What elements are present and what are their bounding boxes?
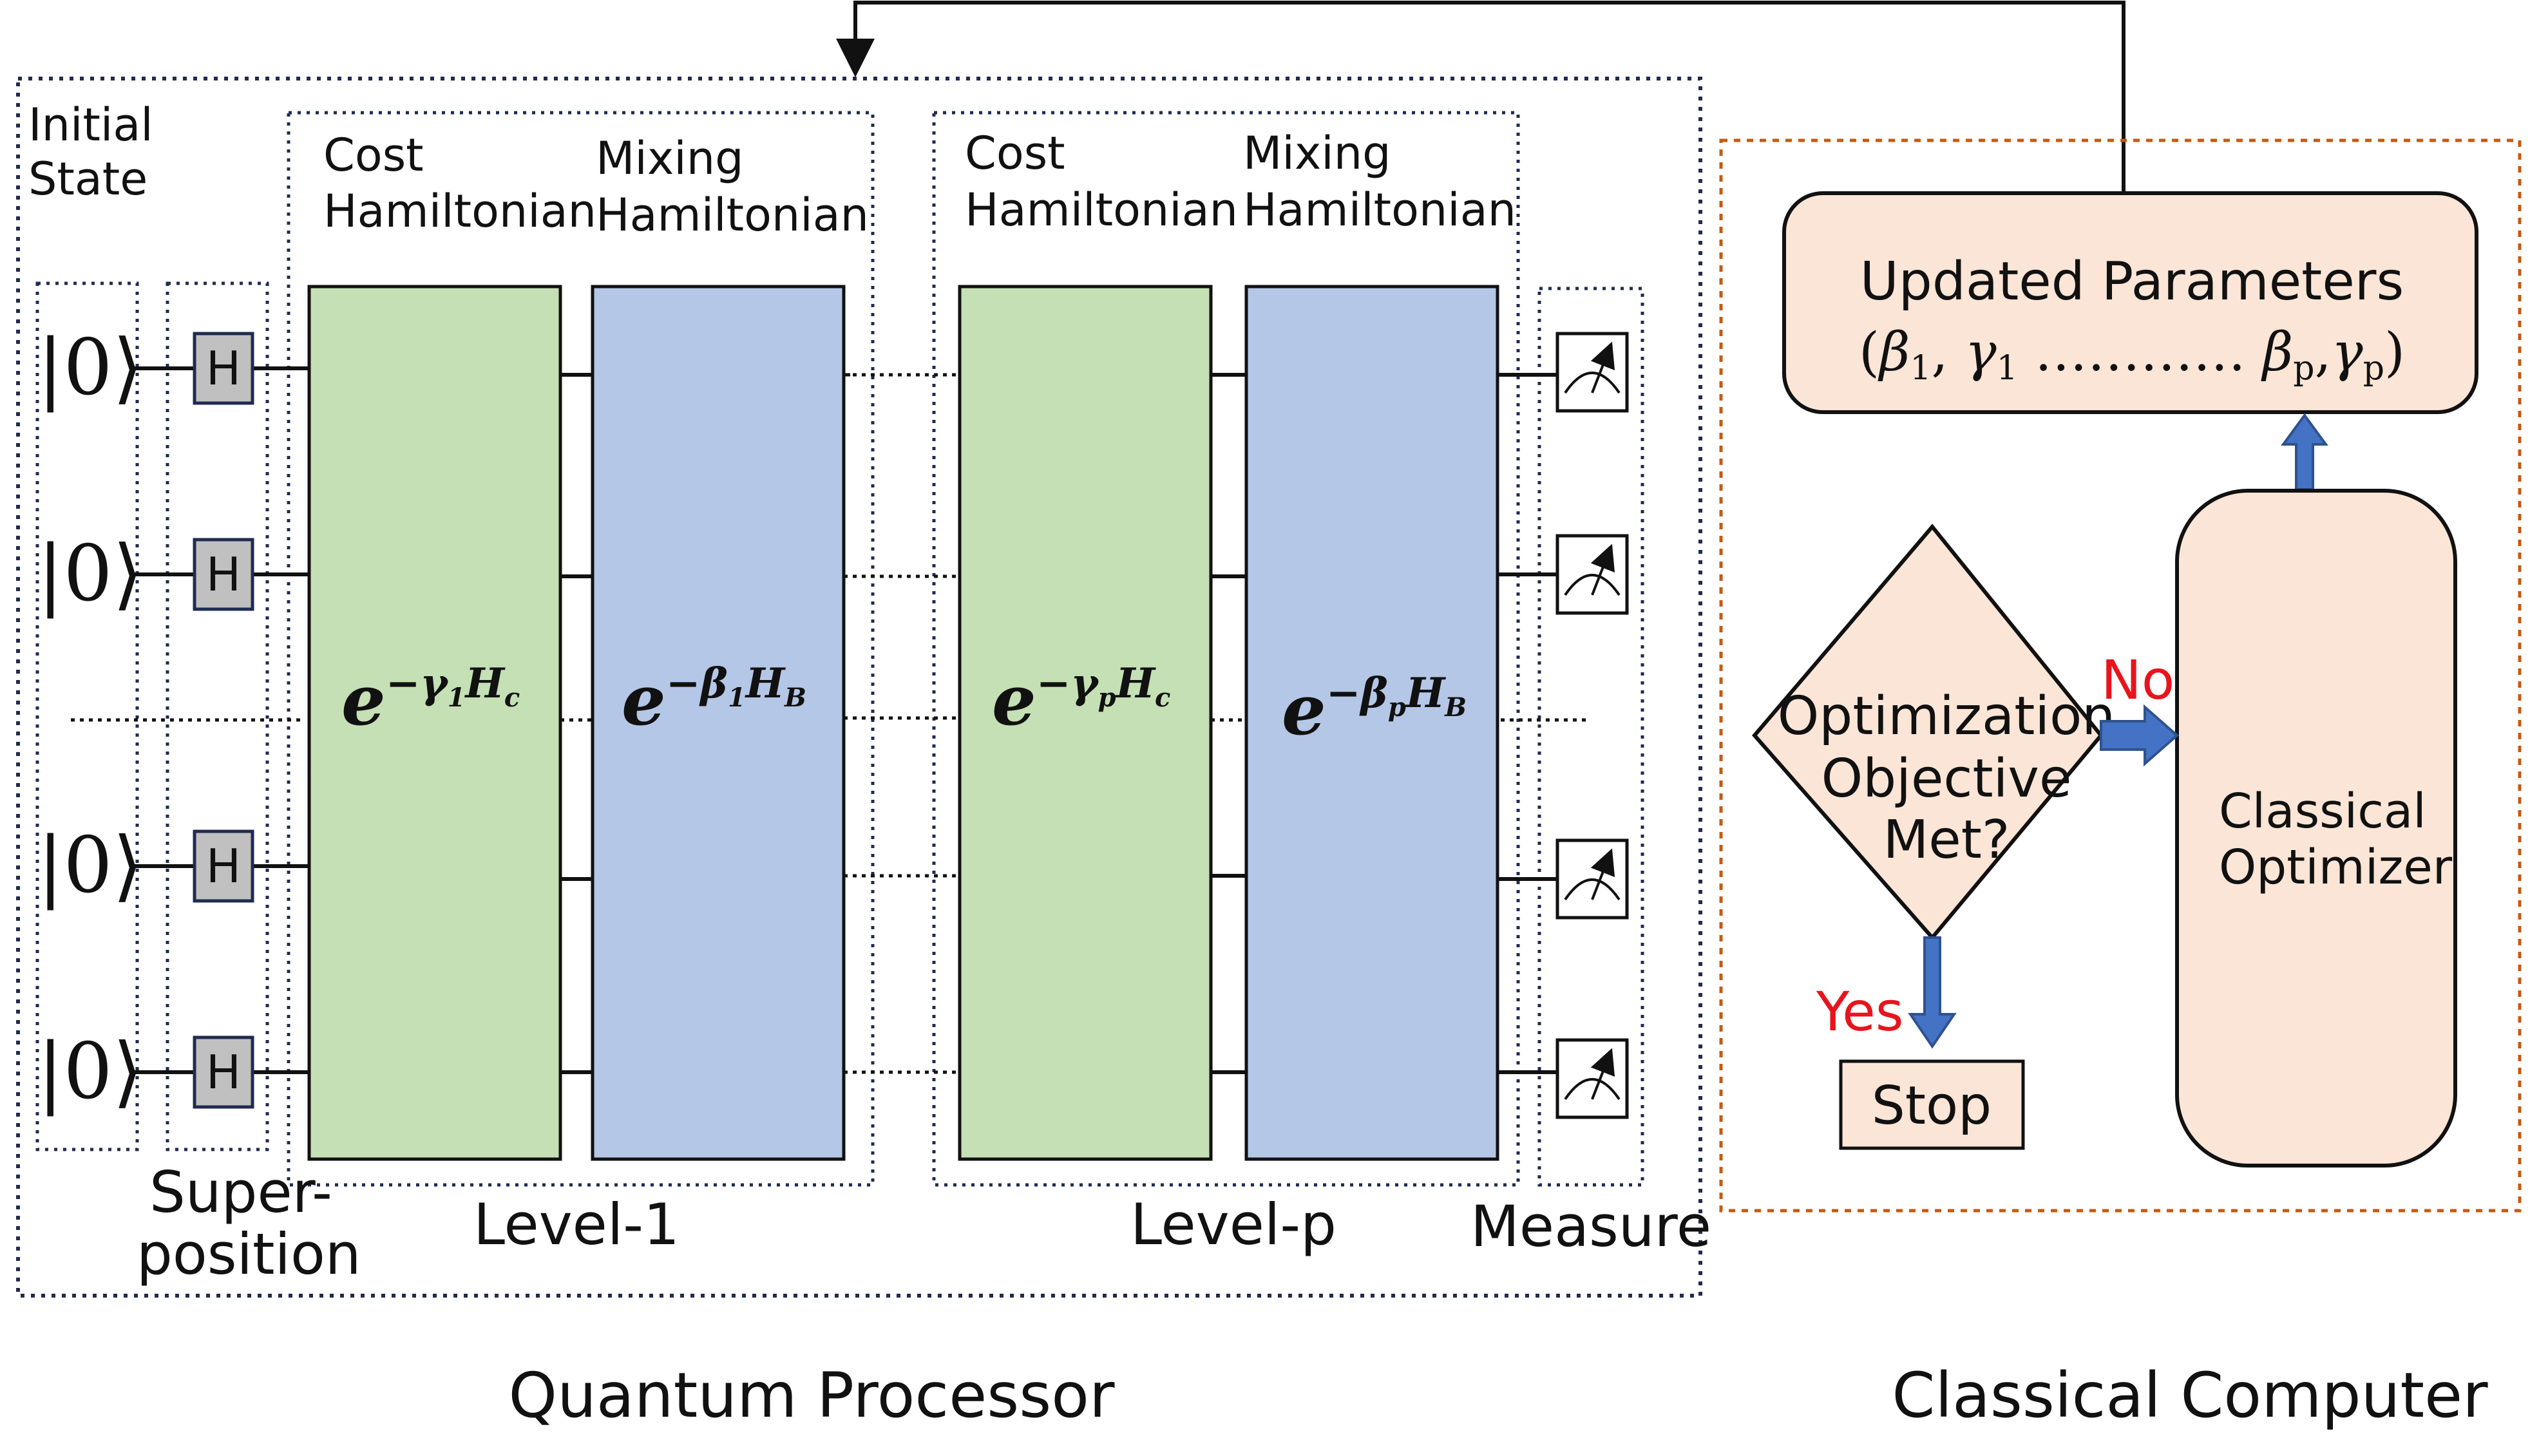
hadamard-gate-2 <box>193 538 254 611</box>
level-1-box <box>287 111 875 1187</box>
level1-mixing-exponential: e−β1HB <box>622 659 806 741</box>
hadamard-label-1: H <box>206 341 241 395</box>
meter-icon <box>1555 534 1629 615</box>
hadamard-gate-3 <box>193 829 254 903</box>
superposition-label-2: position <box>137 1221 361 1287</box>
hadamard-gates: H H H H <box>193 332 254 1109</box>
ket-states: |0⟩ |0⟩ |0⟩ |0⟩ <box>37 323 143 1117</box>
levelp-mixing-header-2: Hamiltonian <box>1243 184 1516 236</box>
decision-label-2: Objective <box>1821 748 2072 809</box>
ket-row-4: |0⟩ <box>37 1027 143 1117</box>
meter-icon <box>1555 838 1629 920</box>
decision-label-3: Met? <box>1883 809 2010 871</box>
level1-mixing-block <box>591 285 846 1161</box>
initial-state-label-2: State <box>28 153 147 205</box>
hadamard-label-4: H <box>206 1045 241 1099</box>
superposition-column <box>166 281 269 1151</box>
level1-cost-header-1: Cost <box>323 129 424 182</box>
level1-cost-block <box>307 285 562 1161</box>
level-gap-dotted-lines <box>71 373 1591 1074</box>
levelp-cost-block <box>958 285 1213 1161</box>
ket-row-1: |0⟩ <box>37 323 143 413</box>
stop-box <box>1839 1059 2025 1150</box>
quantum-processor-box <box>16 77 1702 1298</box>
level1-cost-header-2: Hamiltonian <box>323 185 596 238</box>
levelp-cost-header-2: Hamiltonian <box>965 184 1238 236</box>
measurement-gates <box>1555 332 1629 1119</box>
arrow-no <box>2100 704 2180 767</box>
hadamard-gate-1 <box>193 332 254 405</box>
ket-row-3: |0⟩ <box>37 821 143 911</box>
ket-row-2: |0⟩ <box>37 529 143 619</box>
updated-parameters-box <box>1782 191 2478 414</box>
yes-label: Yes <box>1816 980 1904 1043</box>
superposition-label-1: Super- <box>149 1159 332 1225</box>
level1-cost-exponential: e−γ1Hc <box>341 659 520 741</box>
levelp-mixing-exponential: e−βpHB <box>1282 669 1467 751</box>
levelp-mixing-block <box>1244 285 1499 1161</box>
decision-label-1: Optimization <box>1778 686 2116 747</box>
optimizer-label-2: Optimizer <box>2219 840 2453 895</box>
levelp-cost-header-1: Cost <box>965 127 1065 180</box>
initial-state-label-1: Initial <box>28 99 153 151</box>
levelp-mixing-header-1: Mixing <box>1243 127 1391 180</box>
levelp-label: Level-p <box>1130 1191 1336 1258</box>
classical-optimizer-box <box>2175 489 2457 1168</box>
quantum-processor-caption: Quantum Processor <box>509 1359 1116 1432</box>
initial-state-column <box>35 281 139 1151</box>
parameter-list: (β1, γ1 ………… βp,γp) <box>1859 322 2405 388</box>
classical-computer-box <box>1719 138 2522 1213</box>
arrow-yes <box>1908 936 1957 1049</box>
qubit-wires <box>132 366 1557 1074</box>
stop-label: Stop <box>1872 1075 1992 1137</box>
optimizer-label-1: Classical <box>2219 784 2426 839</box>
hadamard-gate-4 <box>193 1035 254 1109</box>
level1-mixing-header-2: Hamiltonian <box>596 189 869 241</box>
measure-label: Measure <box>1470 1193 1711 1260</box>
no-label: No <box>2101 648 2174 712</box>
measure-column <box>1537 287 1644 1187</box>
updated-parameters-title: Updated Parameters <box>1860 251 2404 312</box>
classical-computer-caption: Classical Computer <box>1892 1359 2488 1432</box>
meter-icon <box>1555 332 1629 413</box>
meter-icon <box>1555 1038 1629 1119</box>
level-p-box <box>932 111 1520 1187</box>
level1-label: Level-1 <box>473 1191 680 1258</box>
levelp-cost-exponential: e−γpHc <box>992 659 1170 741</box>
arrow-up-to-parameters <box>2281 413 2328 491</box>
level1-mixing-header-1: Mixing <box>596 132 744 185</box>
hadamard-label-3: H <box>206 839 241 893</box>
feedback-loop-line <box>836 1 2125 193</box>
hadamard-label-2: H <box>206 547 241 601</box>
